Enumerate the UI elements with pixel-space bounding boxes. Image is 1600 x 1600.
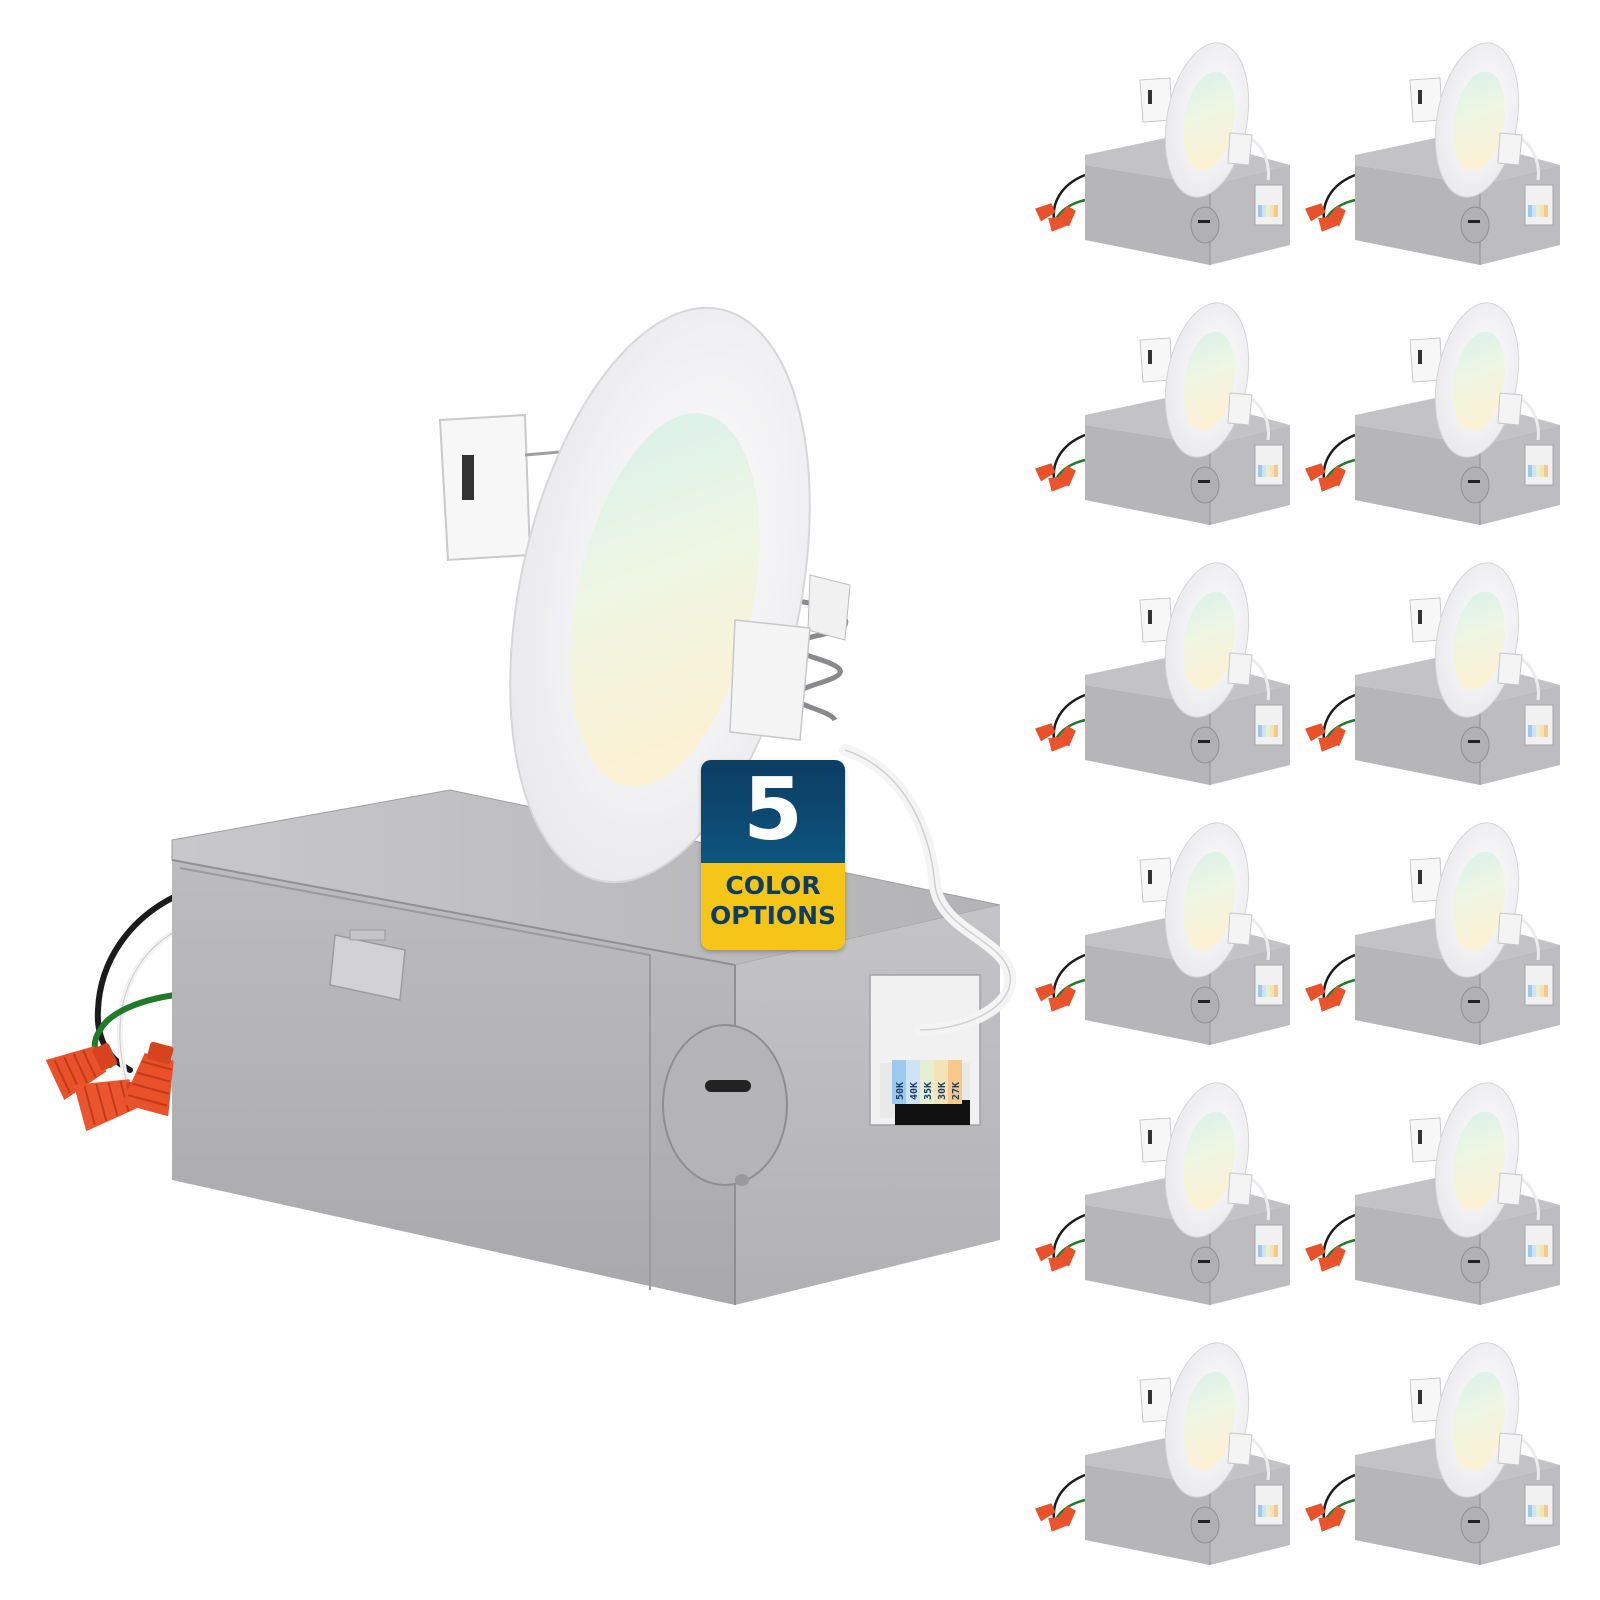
wire-nut-icon xyxy=(45,1041,174,1132)
cct-label-30k: 30K xyxy=(937,1082,948,1100)
cct-label-bg-4 xyxy=(948,1060,962,1104)
thumb-7 xyxy=(1033,814,1292,1047)
cct-label-bg-2 xyxy=(920,1060,934,1104)
thumb-3 xyxy=(1033,294,1292,527)
color-options-badge: 5 COLOR OPTIONS xyxy=(701,760,845,950)
pack-thumbnails xyxy=(1033,34,1562,1567)
cct-label-40k: 40K xyxy=(909,1082,920,1100)
thumb-1 xyxy=(1033,34,1292,267)
main-product: 50K 40K 35K 30K 27K xyxy=(45,306,1017,1305)
thumb-8 xyxy=(1303,814,1562,1047)
cct-label-bg-1 xyxy=(906,1060,920,1104)
thumb-5 xyxy=(1033,554,1292,787)
cct-label-35k: 35K xyxy=(923,1082,934,1100)
led-downlight-icon xyxy=(438,306,811,884)
thumb-12 xyxy=(1303,1334,1562,1567)
junction-box-icon xyxy=(171,789,1001,1305)
badge-number: 5 xyxy=(743,760,803,860)
thumb-9 xyxy=(1033,1074,1292,1307)
cct-label-50k: 50K xyxy=(895,1082,906,1100)
thumb-2 xyxy=(1303,34,1562,267)
badge-line-color: COLOR xyxy=(725,871,821,900)
cct-switch-labels: 50K 40K 35K 30K 27K xyxy=(892,1060,962,1104)
cct-label-27k: 27K xyxy=(951,1082,962,1100)
badge-line-options: OPTIONS xyxy=(709,901,837,930)
thumb-4 xyxy=(1303,294,1562,527)
badge-bottom-panel xyxy=(701,863,845,950)
thumb-11 xyxy=(1033,1334,1292,1567)
cct-label-bg-3 xyxy=(934,1060,948,1104)
cct-label-bg-0 xyxy=(892,1060,906,1104)
badge-top-panel xyxy=(701,760,845,863)
thumb-6 xyxy=(1303,554,1562,787)
thumb-10 xyxy=(1303,1074,1562,1307)
